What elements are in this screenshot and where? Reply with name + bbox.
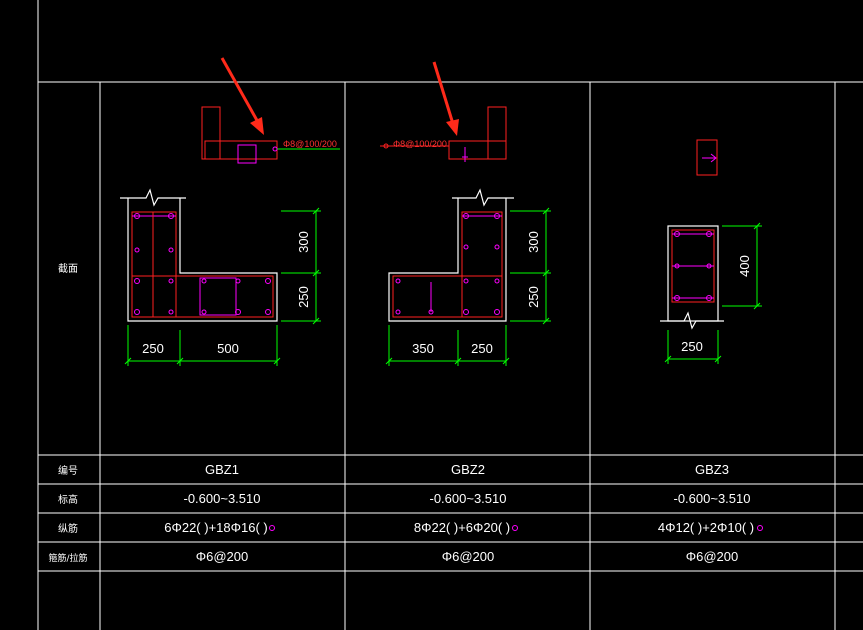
gbz2-rebar: [392, 211, 503, 318]
gbz2-dimensions: [385, 207, 551, 366]
gbz2-dim-v-1: 300: [526, 231, 541, 253]
gbz1-dim-v-1: 300: [296, 231, 311, 253]
gbz2-detail-note: Φ8@100/200: [393, 139, 447, 149]
gbz3-elevation: -0.600~3.510: [674, 491, 751, 506]
gbz2-dim-h-2: 250: [471, 341, 493, 356]
gbz2-detail: [380, 106, 507, 162]
gbz3-section: 250 400: [660, 139, 762, 364]
gbz3-dimensions: [664, 222, 762, 364]
gbz2-dim-h-1: 350: [412, 341, 434, 356]
row-label-section: 截面: [58, 262, 78, 275]
gbz1-number: GBZ1: [205, 462, 239, 477]
gbz1-elevation: -0.600~3.510: [184, 491, 261, 506]
gbz3-number: GBZ3: [695, 462, 729, 477]
gbz1-dim-h-1: 250: [142, 341, 164, 356]
gbz2-dim-v-2: 250: [526, 286, 541, 308]
table-grid: [37, 0, 863, 630]
gbz2-arrow-icon: [432, 61, 459, 136]
gbz3-marker-icon: [757, 525, 763, 531]
gbz3-stirrup: Φ6@200: [686, 549, 739, 564]
gbz3-dim-h-1: 250: [681, 339, 703, 354]
gbz2-outline: [388, 188, 514, 322]
gbz2-marker-icon: [512, 525, 518, 531]
gbz1-outline: [120, 188, 278, 322]
gbz1-rebar: [131, 211, 274, 318]
row-label-elevation: 标高: [58, 493, 78, 506]
row-label-number: 编号: [58, 464, 78, 477]
gbz2-number: GBZ2: [451, 462, 485, 477]
gbz1-longitudinal: 6Φ22( )+18Φ16( ): [164, 520, 268, 535]
gbz1-detail: [201, 106, 340, 164]
gbz1-marker-icon: [269, 525, 275, 531]
gbz2-stirrup: Φ6@200: [442, 549, 495, 564]
row-label-longitudinal: 纵筋: [58, 522, 78, 535]
gbz1-dim-v-2: 250: [296, 286, 311, 308]
gbz2-longitudinal: 8Φ22( )+6Φ20( ): [414, 520, 510, 535]
gbz1-stirrup: Φ6@200: [196, 549, 249, 564]
gbz1-section: Φ8@100/200: [120, 57, 340, 366]
row-label-stirrup: 箍筋/拉筋: [48, 552, 87, 564]
gbz1-dim-h-2: 500: [217, 341, 239, 356]
gbz2-elevation: -0.600~3.510: [430, 491, 507, 506]
gbz3-dim-v-1: 400: [737, 255, 752, 277]
gbz3-rebar: [671, 229, 715, 303]
gbz3-outline: [660, 225, 724, 330]
gbz1-dimensions: [124, 207, 321, 366]
gbz1-detail-note: Φ8@100/200: [283, 139, 337, 149]
gbz1-arrow-icon: [220, 57, 264, 135]
gbz3-longitudinal: 4Φ12( )+2Φ10( ): [658, 520, 754, 535]
gbz3-detail: [696, 139, 718, 176]
gbz2-section: Φ8@100/200: [380, 61, 551, 366]
